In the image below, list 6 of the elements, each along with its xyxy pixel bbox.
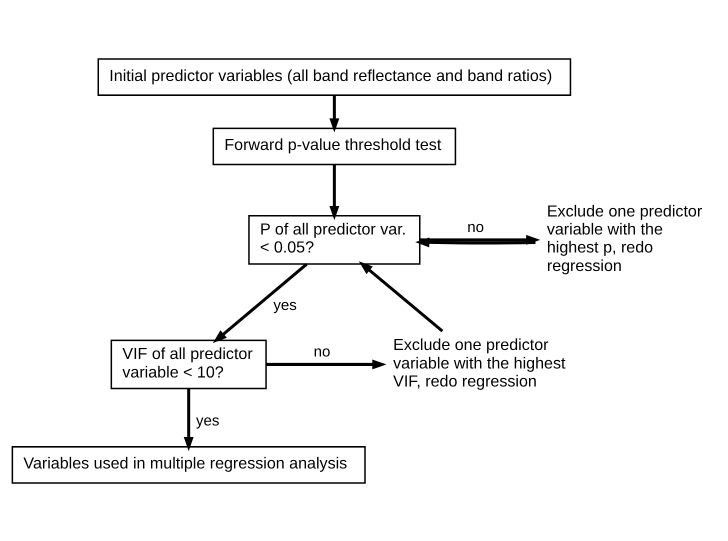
edge-label: no — [467, 218, 484, 236]
node-text: Exclude one predictor variable with the highest VIF, redo regression — [393, 336, 566, 390]
node-text: Exclude one predictor variable with the highest p, redo regression — [546, 202, 702, 274]
edge-label: yes — [273, 296, 297, 314]
edge-label: no — [314, 342, 330, 360]
edge-label: yes — [196, 412, 220, 430]
